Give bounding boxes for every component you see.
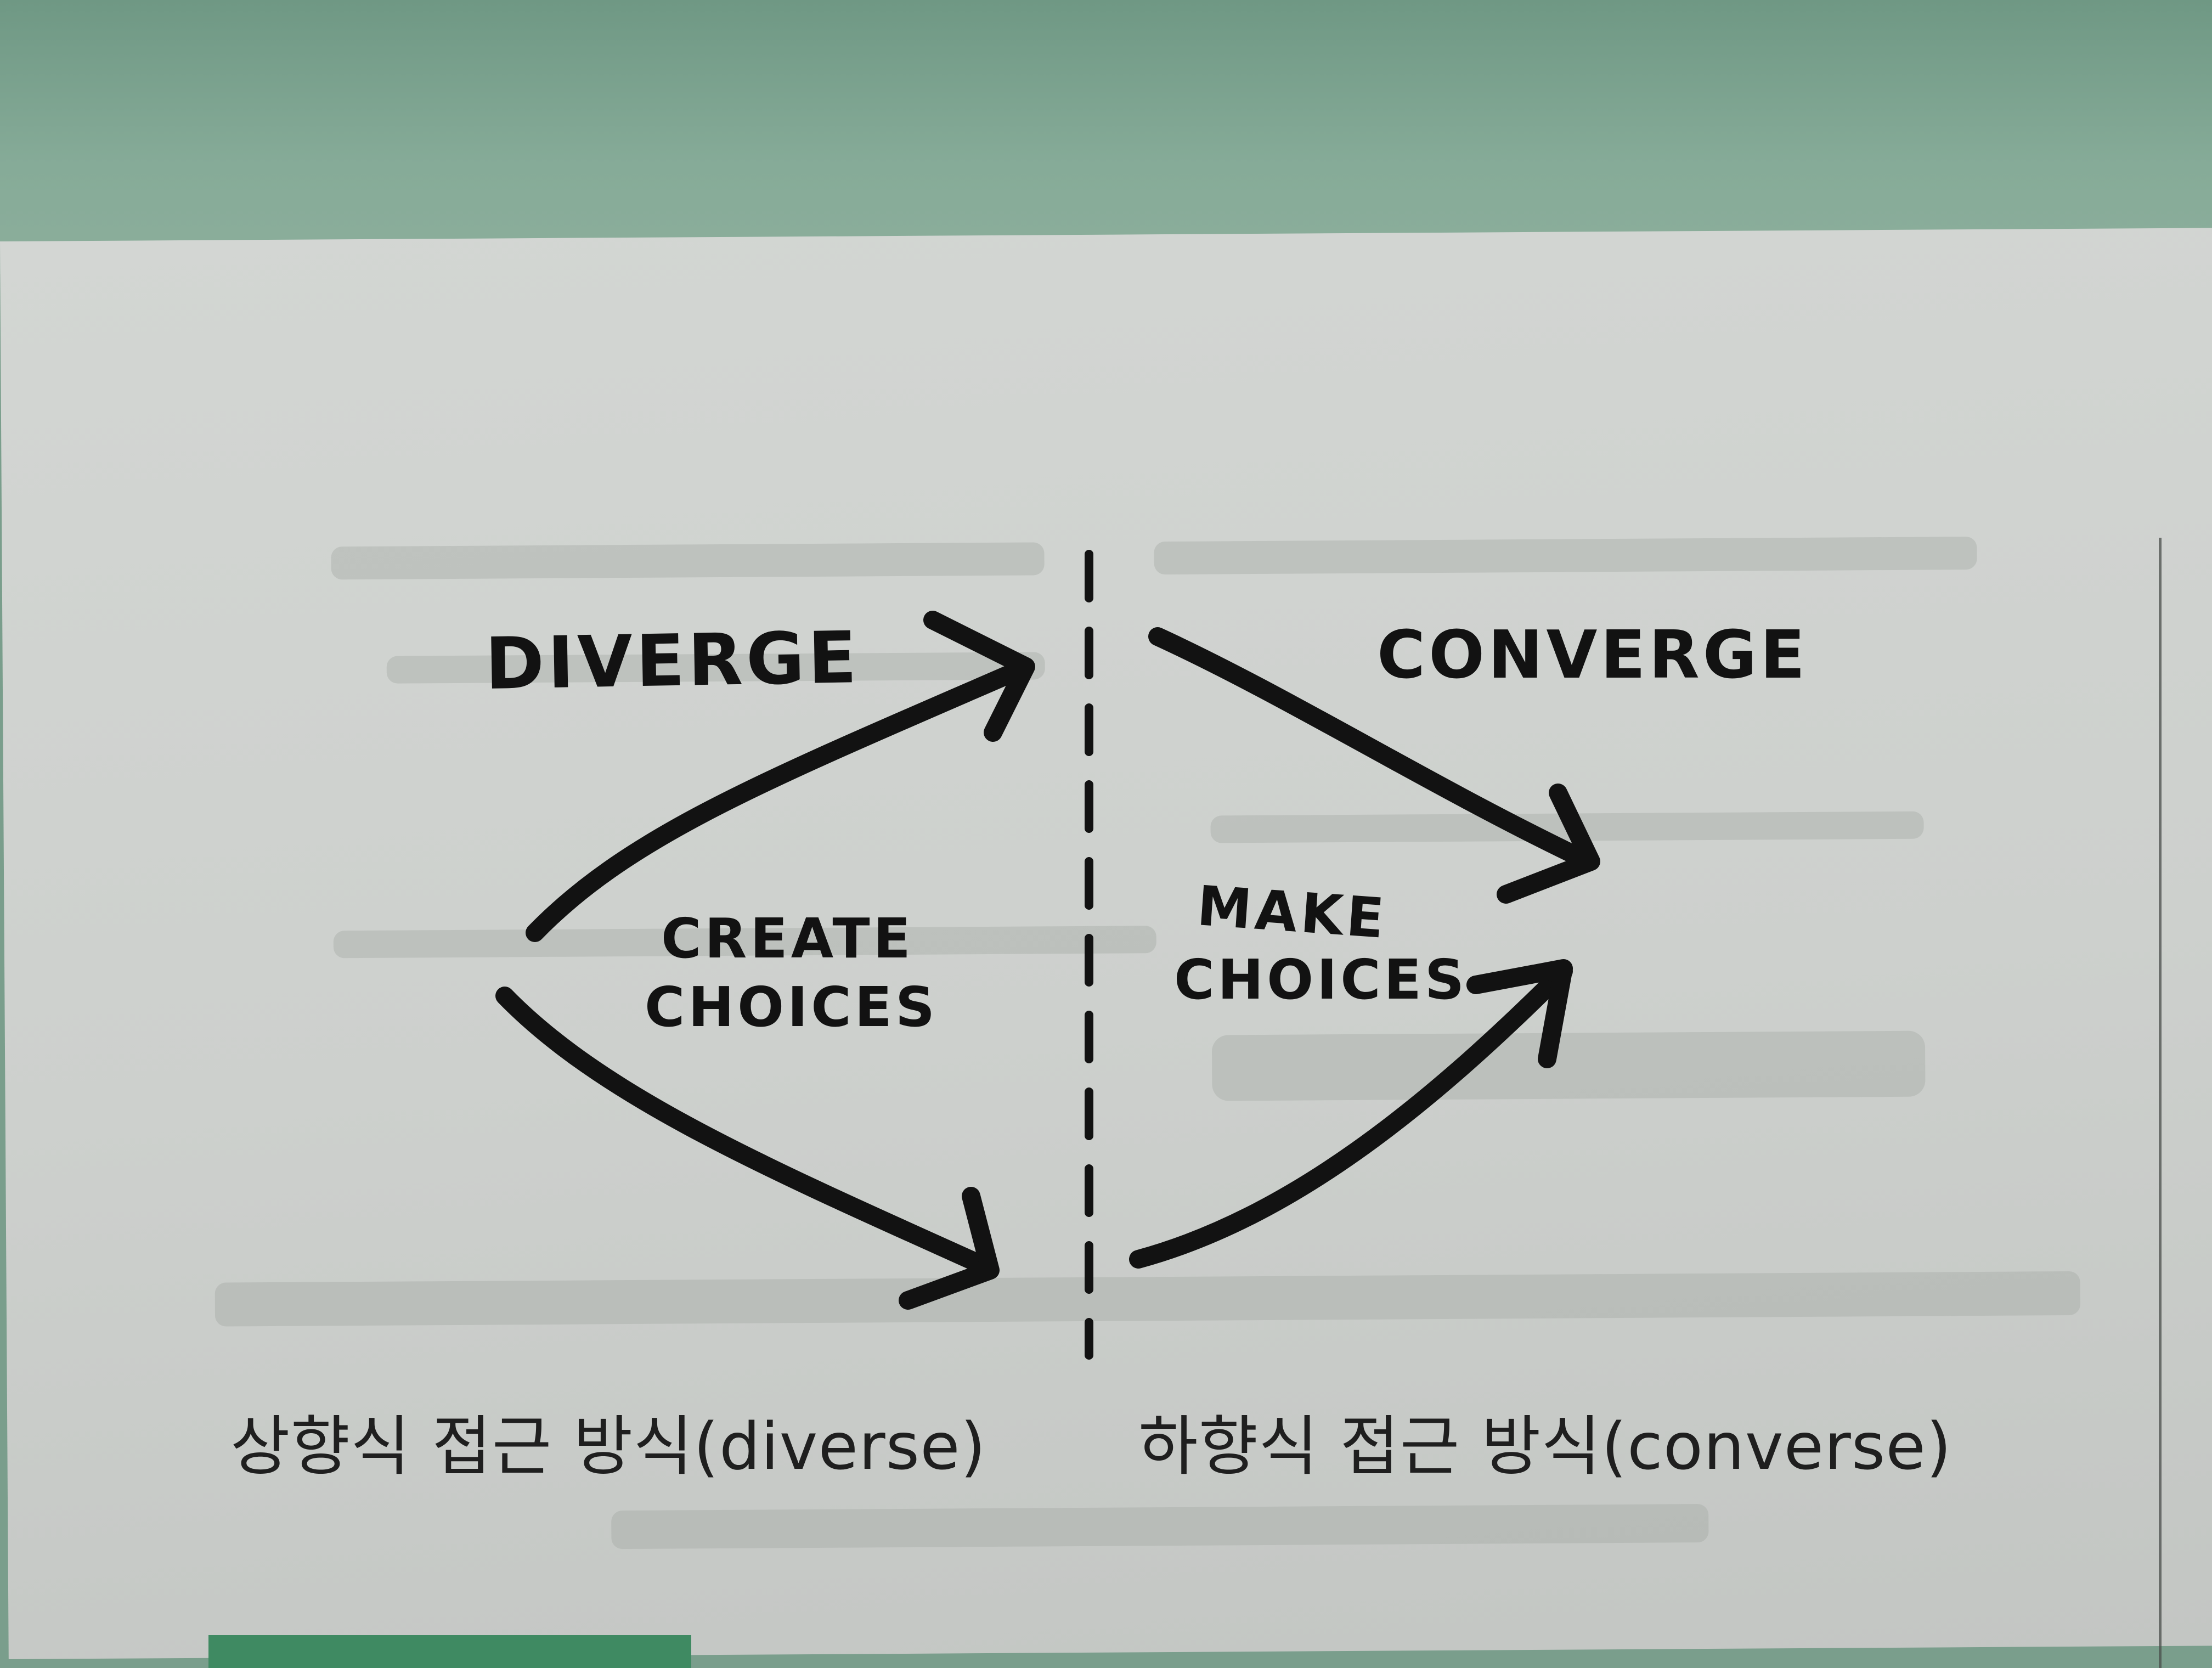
create-choices-label-line1: CREATE — [661, 906, 914, 971]
converge-lower-arrow — [1129, 959, 1573, 1269]
caption-converse-approach: 하향식 접근 방식(converse) — [1138, 1408, 1952, 1484]
create-choices-label-line2: CHOICES — [645, 975, 938, 1039]
make-choices-label-line2: CHOICES — [1174, 948, 1468, 1012]
diverge-upper-arrow — [526, 611, 1035, 942]
converge-upper-arrow — [1148, 627, 1600, 904]
caption-diverse-approach: 상향식 접근 방식(diverse) — [230, 1408, 986, 1484]
make-choices-label-line1: MAKE — [1195, 874, 1389, 951]
page-margin-rule — [2159, 538, 2162, 1668]
diverge-label: DIVERGE — [484, 616, 861, 706]
diverge-lower-arrow — [495, 987, 1000, 1310]
green-background — [0, 0, 2212, 274]
converge-label: CONVERGE — [1377, 617, 1808, 694]
